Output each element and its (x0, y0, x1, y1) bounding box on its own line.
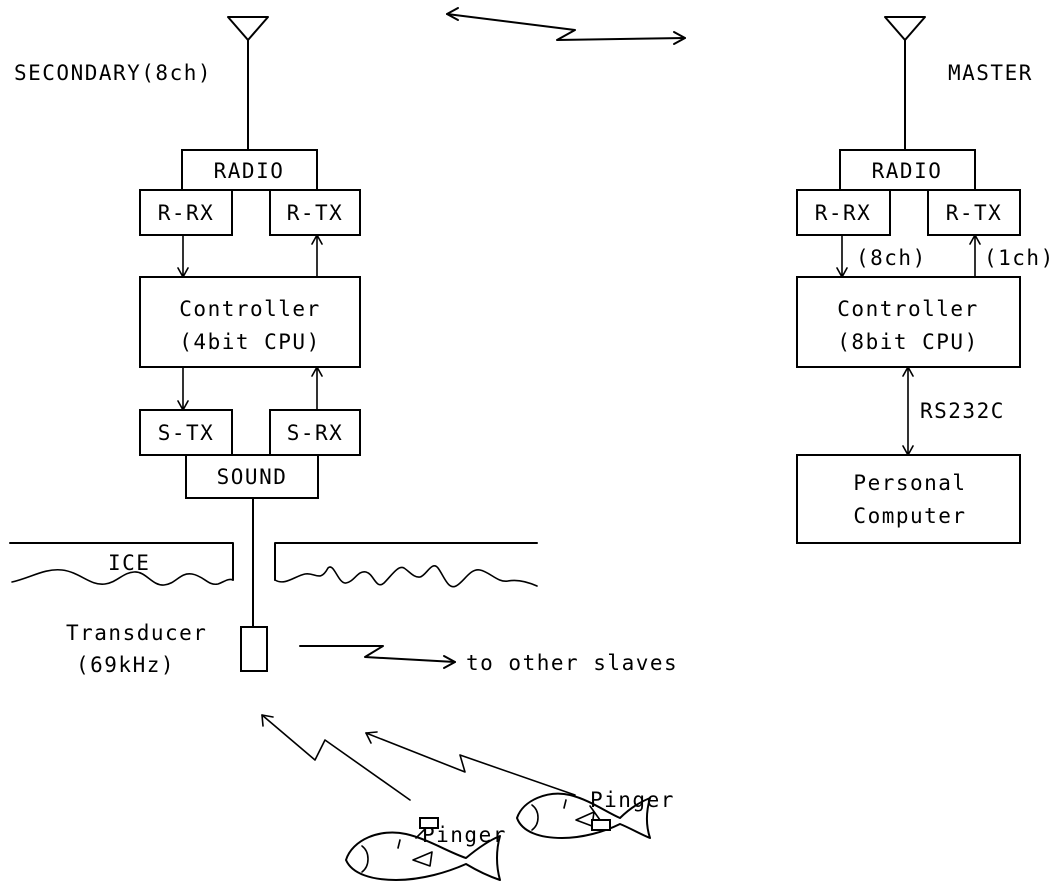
transducer-body (240, 626, 268, 672)
personal-computer-line1: Personal (853, 471, 966, 495)
personal-computer-line2: Computer (853, 504, 966, 528)
transducer-label-line1: Transducer (66, 621, 207, 645)
secondary-r-tx-label: R-TX (287, 201, 344, 225)
master-controller-line1: Controller (837, 297, 978, 321)
master-r-tx-label: R-TX (946, 201, 1003, 225)
personal-computer-box (796, 454, 1021, 544)
master-radio-label: RADIO (872, 159, 943, 183)
secondary-r-rx-label: R-RX (158, 201, 215, 225)
secondary-title: SECONDARY(8ch) (14, 61, 212, 85)
secondary-s-rx-label: S-RX (287, 421, 344, 445)
secondary-r-rx-box (139, 189, 233, 236)
master-title: MASTER (948, 61, 1033, 85)
master-controller-line2: (8bit CPU) (837, 330, 978, 354)
secondary-s-rx-box (269, 409, 361, 456)
master-tx-channels: (1ch) (984, 246, 1055, 270)
secondary-srx-to-controller-arrow (311, 366, 323, 411)
pinger-signal-arrow-right (365, 731, 576, 796)
secondary-r-tx-box (269, 189, 361, 236)
radio-link-arrow (446, 7, 686, 45)
master-rx-to-controller-arrow (836, 234, 848, 278)
master-radio-box (839, 149, 976, 191)
secondary-sound-label: SOUND (217, 465, 288, 489)
rs232c-link-arrow (902, 366, 914, 456)
ice-layer-left (9, 542, 234, 586)
pinger-signal-arrow-left (261, 714, 411, 801)
master-controller-to-tx-arrow (969, 234, 981, 278)
master-antenna (884, 16, 926, 151)
ice-layer-right (274, 542, 538, 588)
secondary-controller-box (139, 276, 361, 368)
secondary-controller-line2: (4bit CPU) (179, 330, 320, 354)
secondary-s-tx-label: S-TX (158, 421, 215, 445)
to-other-slaves-arrow (299, 645, 456, 669)
master-rx-channels: (8ch) (856, 246, 927, 270)
master-controller-box (796, 276, 1021, 368)
ice-label: ICE (108, 551, 150, 575)
master-r-tx-box (927, 189, 1021, 236)
master-r-rx-label: R-RX (815, 201, 872, 225)
to-other-slaves-label: to other slaves (466, 651, 678, 675)
master-r-rx-box (796, 189, 891, 236)
secondary-antenna (227, 16, 269, 151)
secondary-radio-label: RADIO (214, 159, 285, 183)
secondary-controller-to-stx-arrow (177, 366, 189, 411)
fish-icon (345, 817, 501, 881)
fish-icon (516, 792, 651, 839)
secondary-radio-box (181, 149, 318, 191)
rs232c-label: RS232C (920, 399, 1005, 423)
secondary-rx-to-controller-arrow (177, 234, 189, 278)
secondary-controller-line1: Controller (179, 297, 320, 321)
secondary-controller-to-tx-arrow (311, 234, 323, 278)
transducer-label-line2: (69kHz) (76, 653, 175, 677)
